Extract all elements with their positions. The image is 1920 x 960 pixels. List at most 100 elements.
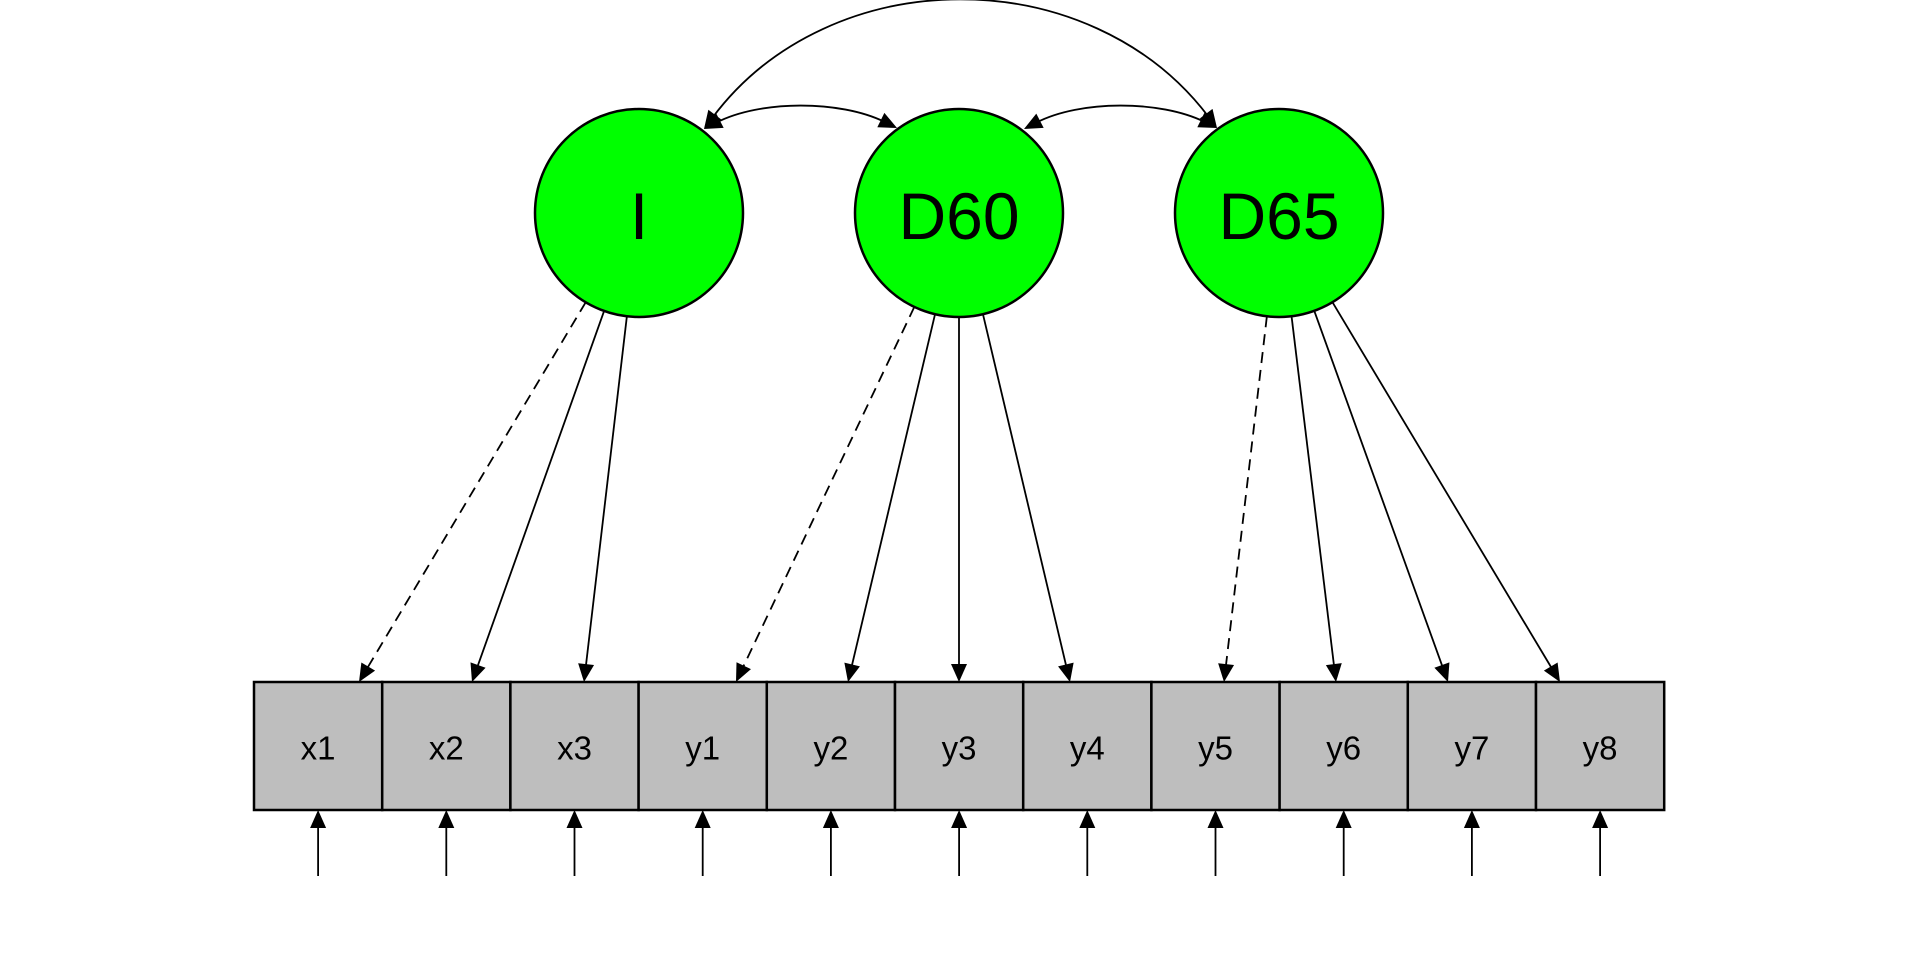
arrowhead-icon [822,810,839,828]
arrowhead-icon [1335,810,1352,828]
latent-circle[interactable] [533,107,745,319]
manifest-box[interactable] [1278,680,1410,812]
residual-y7 [1463,810,1480,876]
residual-x3 [566,810,583,876]
manifest-y8[interactable]: y8 [1534,680,1666,812]
loading-D60-y1 [736,306,916,682]
residual-y3 [951,810,968,876]
latent-circle[interactable] [853,107,1065,319]
edges-layer [359,301,1560,682]
arrowhead-icon [1434,662,1450,682]
latent-D65[interactable]: D65 [1173,107,1385,319]
arrowhead-icon [1207,810,1224,828]
loading-D65-y8 [1331,301,1560,682]
manifest-label: y3 [942,730,977,767]
residual-y8 [1592,810,1609,876]
manifest-box[interactable] [509,680,640,812]
manifest-layer: x1 x2 x3 y1 y2 y3 y4 y5 y6 y7 y8 [252,680,1666,812]
latent-label: D65 [1218,179,1339,253]
loading-I-x2 [470,310,605,682]
manifest-x2[interactable]: x2 [380,680,512,812]
loading-line [850,313,936,669]
manifest-label: x3 [557,730,592,767]
loading-D60-y3 [951,317,967,682]
arrowhead-icon [1218,663,1235,682]
manifest-y1[interactable]: y1 [637,680,769,812]
arrowhead-icon [1199,108,1217,128]
arrowhead-icon [470,662,486,682]
arrowhead-icon [951,810,968,828]
arrowhead-icon [844,662,860,682]
manifest-box[interactable] [893,680,1025,812]
loading-D65-y7 [1313,310,1450,682]
manifest-box[interactable] [637,680,769,812]
manifest-box[interactable] [380,680,512,812]
covariance-curve [716,104,885,124]
arrowhead-icon [359,662,376,682]
fixed-loading-line [365,301,587,671]
manifest-label: x2 [429,730,464,767]
arrowhead-icon [1463,810,1480,828]
covariance-layer [704,0,1217,129]
covariance-I-D60 [704,104,897,129]
latent-circle[interactable] [1173,107,1385,319]
manifest-y5[interactable]: y5 [1150,680,1281,812]
manifest-y4[interactable]: y4 [1021,680,1153,812]
arrowhead-icon [1325,663,1342,682]
residual-y1 [694,810,711,876]
manifest-y7[interactable]: y7 [1406,680,1538,812]
arrowhead-icon [736,662,751,682]
arrowhead-icon [578,663,595,682]
manifest-label: y8 [1583,730,1618,767]
manifest-label: y5 [1198,730,1233,767]
covariance-curve [1036,104,1205,124]
latent-label: D60 [898,179,1019,253]
arrowhead-icon [1079,810,1096,828]
manifest-x1[interactable]: x1 [252,680,384,812]
loading-D65-y6 [1290,316,1342,682]
arrowhead-icon [310,810,327,828]
loading-line [982,313,1068,669]
residual-y6 [1335,810,1352,876]
manifest-y3[interactable]: y3 [893,680,1025,812]
arrowhead-icon [877,112,897,128]
manifest-x3[interactable]: x3 [509,680,640,812]
arrowhead-icon [1058,662,1074,682]
arrowhead-icon [694,810,711,828]
loading-line [584,316,628,669]
manifest-y6[interactable]: y6 [1278,680,1410,812]
manifest-label: y2 [813,730,848,767]
manifest-box[interactable] [1406,680,1538,812]
loading-I-x1 [359,301,587,682]
loading-I-x3 [578,316,628,682]
manifest-label: y7 [1454,730,1489,767]
loading-line [1331,301,1554,671]
arrowhead-icon [1024,113,1044,129]
arrowhead-icon [1592,810,1609,828]
loading-line [475,310,605,670]
manifest-label: x1 [301,730,336,767]
loading-D60-y2 [844,313,936,682]
manifest-y2[interactable]: y2 [765,680,897,812]
covariance-I-D65 [704,0,1217,129]
arrowhead-icon [704,109,722,129]
manifest-box[interactable] [1021,680,1153,812]
residuals-layer [310,810,1609,876]
latent-label: I [630,179,648,253]
arrowhead-icon [951,664,967,682]
latent-layer: I D60 D65 [533,107,1385,319]
manifest-box[interactable] [1534,680,1666,812]
latent-D60[interactable]: D60 [853,107,1065,319]
arrowhead-icon [438,810,455,828]
manifest-box[interactable] [765,680,897,812]
loading-line [1290,316,1336,669]
arrowhead-icon [566,810,583,828]
manifest-label: y1 [685,730,720,767]
manifest-label: y4 [1070,730,1105,767]
loading-D65-y5 [1218,316,1268,682]
latent-I[interactable]: I [533,107,745,319]
manifest-label: y6 [1326,730,1361,767]
residual-y5 [1207,810,1224,876]
covariance-curve [711,0,1210,119]
